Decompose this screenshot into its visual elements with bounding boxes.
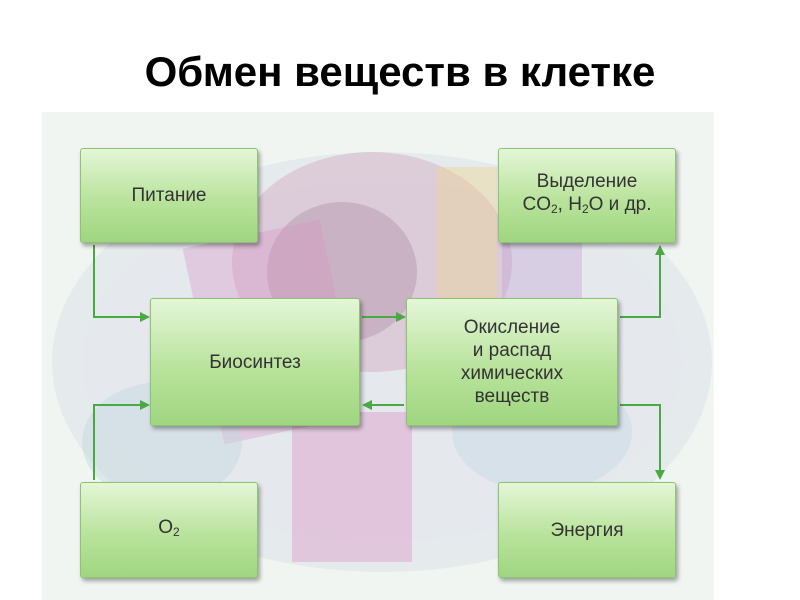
node-energy-label: Энергия bbox=[550, 519, 624, 541]
arrow-oxygen-to-biosynthesis bbox=[93, 400, 150, 480]
node-biosynthesis-label: Биосинтез bbox=[209, 351, 301, 373]
page-title: Обмен веществ в клетке bbox=[144, 48, 656, 95]
node-oxygen-label: O2 bbox=[158, 517, 180, 539]
node-oxidation-line: Окисление bbox=[463, 317, 561, 338]
node-oxidation-line: веществ bbox=[474, 386, 550, 407]
flow-arrows bbox=[93, 245, 665, 480]
node-nutrition: Питание bbox=[80, 148, 258, 243]
node-nutrition-label: Питание bbox=[131, 185, 207, 206]
node-biosynthesis: Биосинтез bbox=[150, 298, 360, 426]
arrow-nutrition-to-biosynthesis bbox=[93, 245, 150, 322]
arrow-oxidation-to-excretion bbox=[620, 245, 665, 318]
node-oxidation-line: и распад bbox=[472, 340, 552, 361]
arrow-oxidation-to-energy bbox=[620, 404, 665, 480]
node-energy: Энергия bbox=[498, 482, 676, 578]
node-excretion: Выделение CO2, H2O и др. bbox=[498, 148, 676, 243]
node-oxidation-line: химических bbox=[460, 363, 564, 384]
node-excretion-line2: CO2, H2O и др. bbox=[522, 194, 652, 216]
cell-diagram: Питание Выделение CO2, H2O и др. Биосинт… bbox=[42, 112, 714, 600]
node-oxygen: O2 bbox=[80, 482, 258, 578]
node-excretion-line1: Выделение bbox=[536, 171, 638, 192]
node-oxidation: Окисление и распад химических веществ bbox=[406, 298, 618, 426]
